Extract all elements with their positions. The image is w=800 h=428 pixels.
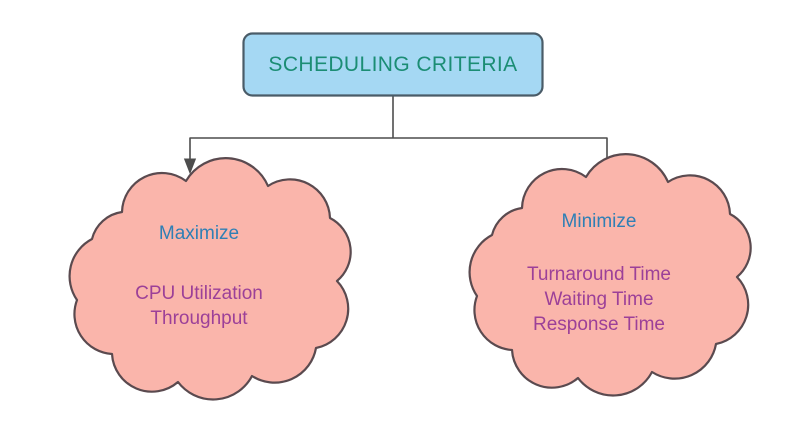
- cloud-node-minimize[interactable]: [468, 153, 752, 397]
- root-node-box[interactable]: [242, 32, 544, 97]
- cloud-node-maximize[interactable]: [68, 157, 352, 401]
- arrowhead-left-icon: [183, 158, 197, 175]
- connector-right: [393, 137, 608, 163]
- connector-left: [189, 137, 393, 163]
